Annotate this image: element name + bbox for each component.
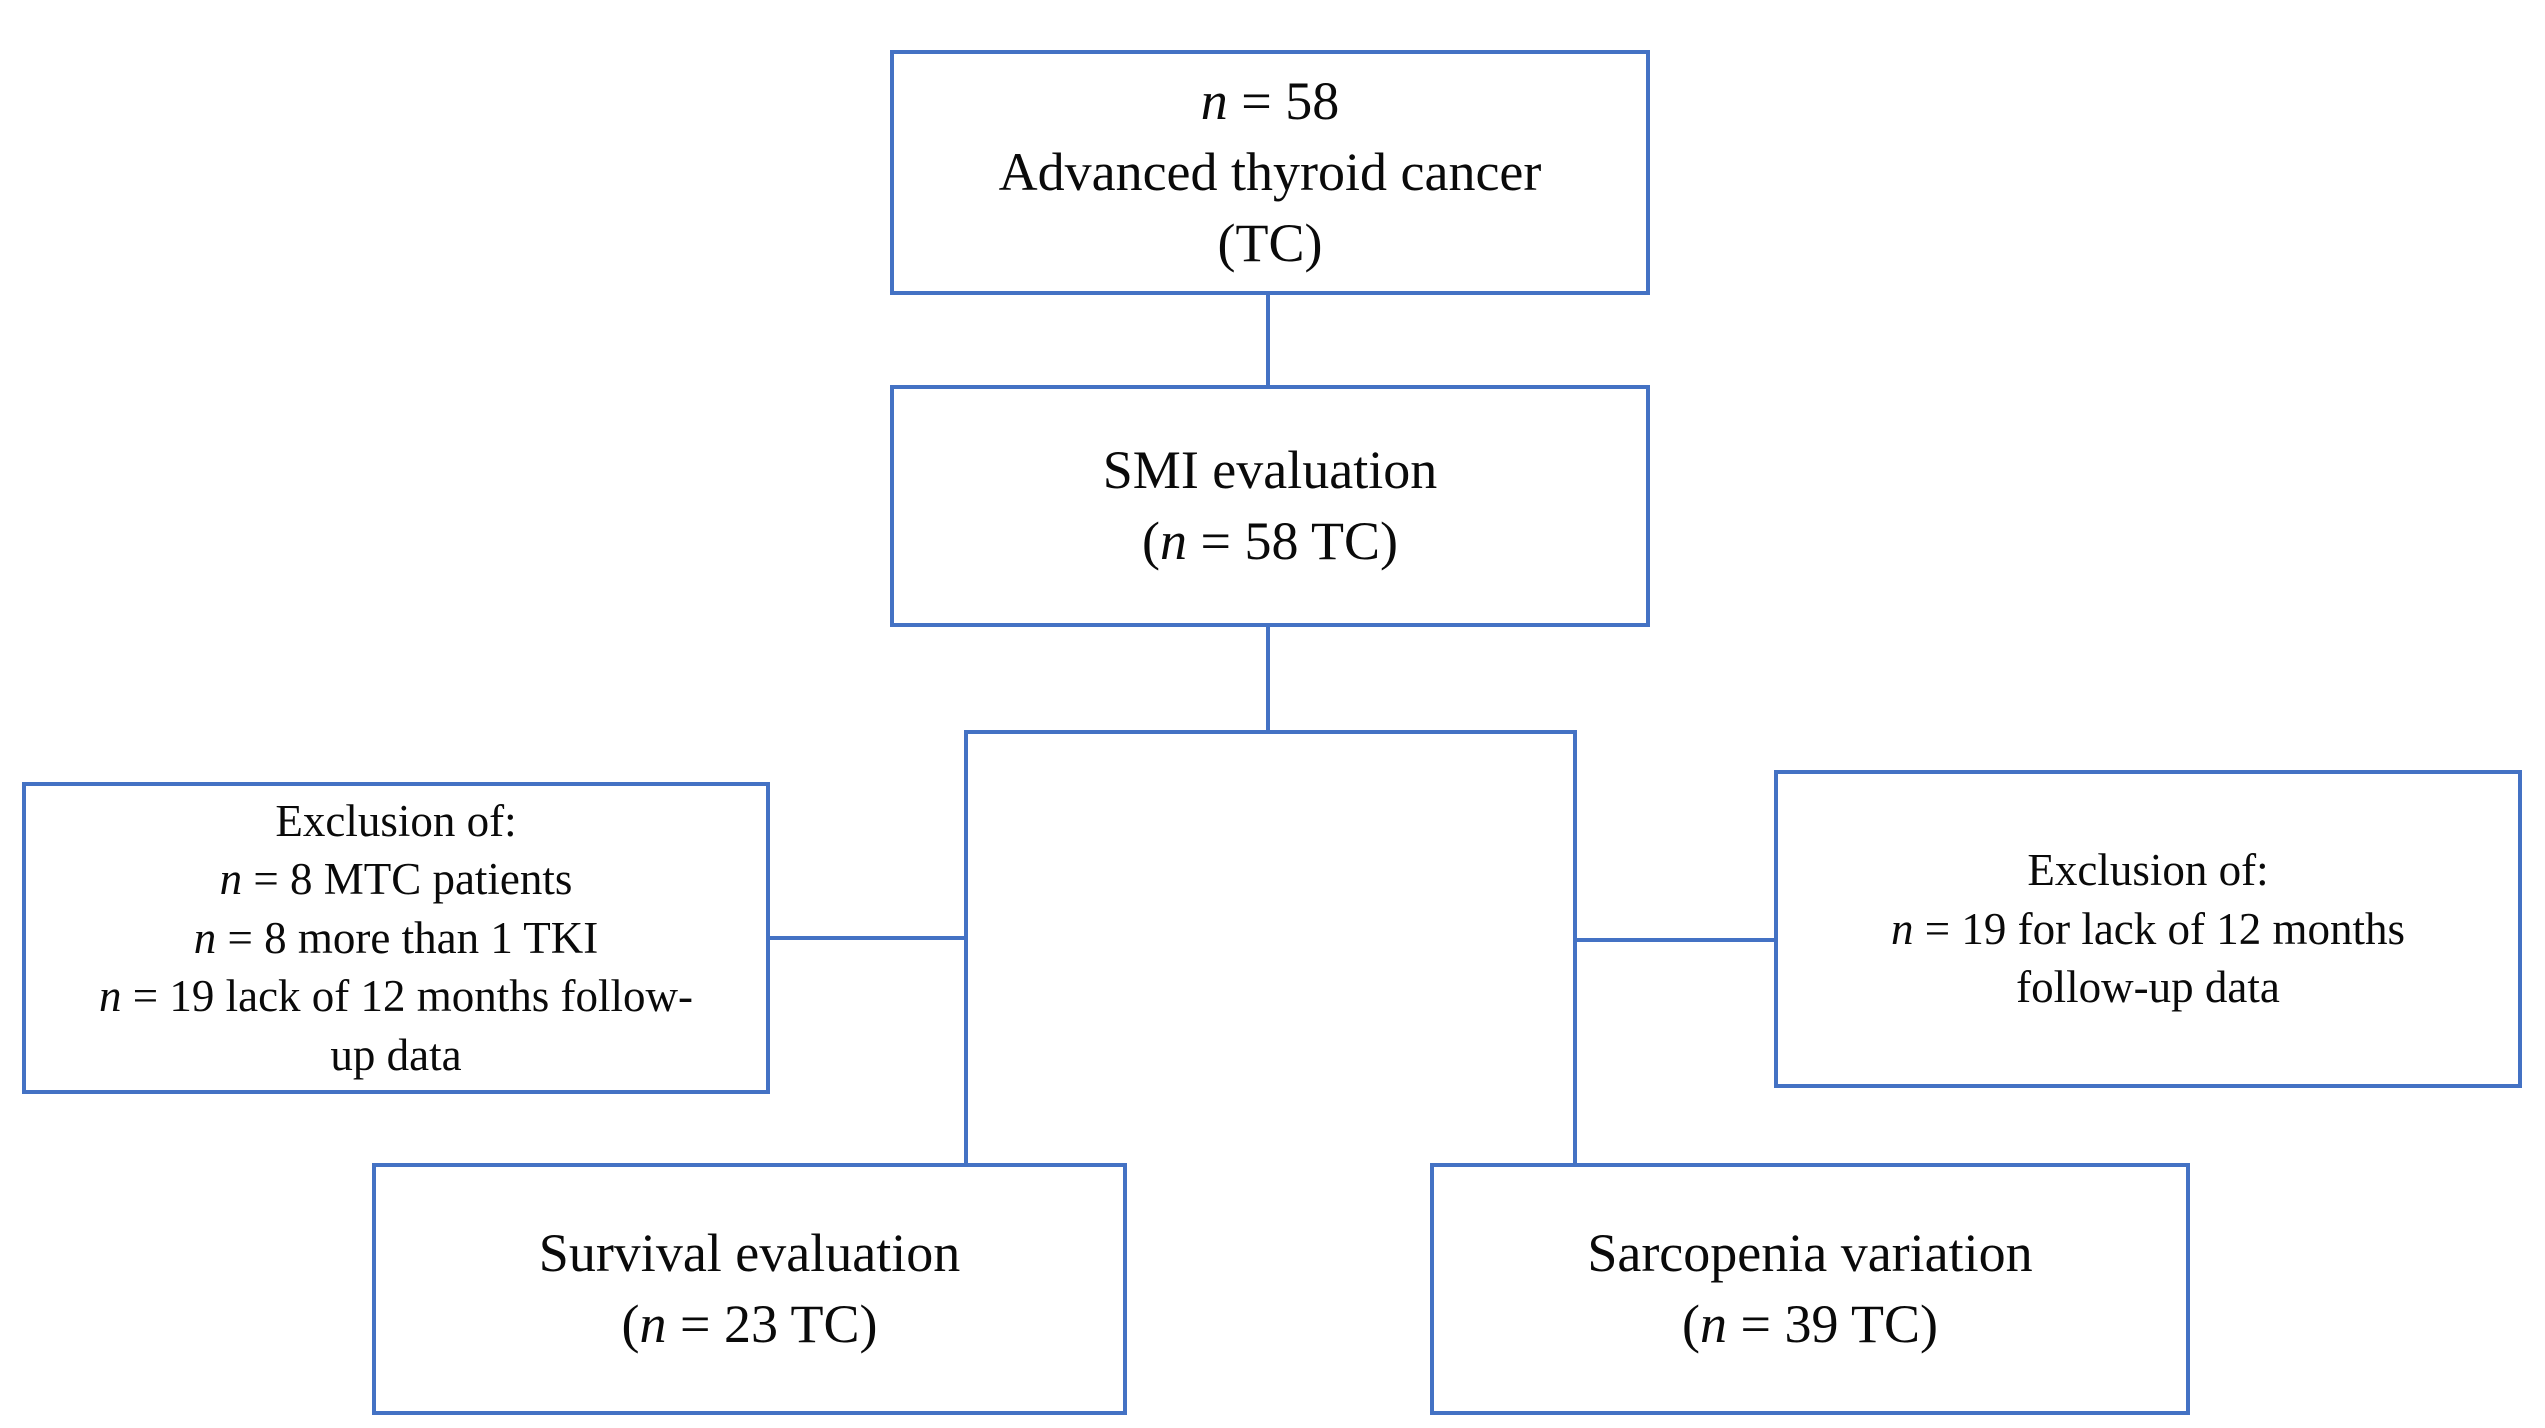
text-segment: ( <box>621 1294 640 1354</box>
text-segment: = 23 TC) <box>666 1294 878 1354</box>
text-line: (TC) <box>1218 208 1323 279</box>
connector-left-exclusion <box>768 936 968 940</box>
text-line: (n = 23 TC) <box>622 1289 878 1360</box>
connector-split-right-vertical <box>1573 730 1577 1167</box>
connector-smi-to-split <box>1266 625 1270 734</box>
text-line: follow-up data <box>2016 958 2280 1017</box>
math-variable-n: n <box>98 971 122 1022</box>
text-line: n = 58 <box>1201 66 1339 137</box>
text-segment: = 58 <box>1227 70 1340 131</box>
text-segment: = 8 more than 1 TKI <box>216 912 599 963</box>
text-segment: = 19 for lack of 12 months <box>1913 903 2406 954</box>
text-line: (n = 39 TC) <box>1682 1289 1938 1360</box>
text-segment: = 19 lack of 12 months follow- <box>121 971 694 1022</box>
math-variable-n: n <box>219 854 243 905</box>
text-line: n = 19 lack of 12 months follow- <box>99 967 693 1026</box>
text-segment: = 58 TC) <box>1187 511 1398 571</box>
math-variable-n: n <box>1890 903 1914 954</box>
connector-split-bar <box>964 730 1577 734</box>
text-segment: ( <box>1682 1294 1700 1354</box>
math-variable-n: n <box>1200 70 1228 131</box>
node-sarcopenia-variation: Sarcopenia variation(n = 39 TC) <box>1430 1163 2190 1415</box>
node-exclusion-right: Exclusion of:n = 19 for lack of 12 month… <box>1774 770 2522 1088</box>
text-segment: = 39 TC) <box>1727 1294 1938 1354</box>
text-line: SMI evaluation <box>1103 435 1437 506</box>
text-line: (n = 58 TC) <box>1142 506 1398 577</box>
text-line: Exclusion of: <box>275 792 516 851</box>
node-smi-evaluation: SMI evaluation(n = 58 TC) <box>890 385 1650 627</box>
text-segment: ( <box>1142 511 1160 571</box>
text-segment: (TC) <box>1217 213 1323 274</box>
connector-advanced-to-smi <box>1266 293 1270 389</box>
math-variable-n: n <box>1160 511 1187 571</box>
text-segment: follow-up data <box>2016 962 2280 1013</box>
text-segment: Exclusion of: <box>275 795 517 846</box>
text-segment: SMI evaluation <box>1102 439 1438 500</box>
text-line: n = 19 for lack of 12 months <box>1891 900 2405 959</box>
connector-split-left-vertical <box>964 730 968 1167</box>
text-line: n = 8 MTC patients <box>220 850 573 909</box>
text-segment: Sarcopenia variation <box>1587 1222 2033 1283</box>
text-line: Advanced thyroid cancer <box>999 137 1542 208</box>
text-line: Exclusion of: <box>2027 841 2268 900</box>
node-survival-evaluation: Survival evaluation(n = 23 TC) <box>372 1163 1127 1415</box>
connector-right-exclusion <box>1577 938 1776 942</box>
text-line: up data <box>330 1026 461 1085</box>
text-segment: Advanced thyroid cancer <box>998 141 1542 202</box>
text-segment: Survival evaluation <box>538 1222 961 1283</box>
text-line: Sarcopenia variation <box>1587 1218 2032 1289</box>
text-segment: up data <box>330 1029 462 1080</box>
text-line: Survival evaluation <box>539 1218 960 1289</box>
text-segment: Exclusion of: <box>2027 845 2269 896</box>
text-segment: = 8 MTC patients <box>242 854 573 905</box>
text-line: n = 8 more than 1 TKI <box>194 909 598 968</box>
math-variable-n: n <box>639 1294 667 1354</box>
math-variable-n: n <box>193 912 217 963</box>
math-variable-n: n <box>1700 1294 1727 1354</box>
